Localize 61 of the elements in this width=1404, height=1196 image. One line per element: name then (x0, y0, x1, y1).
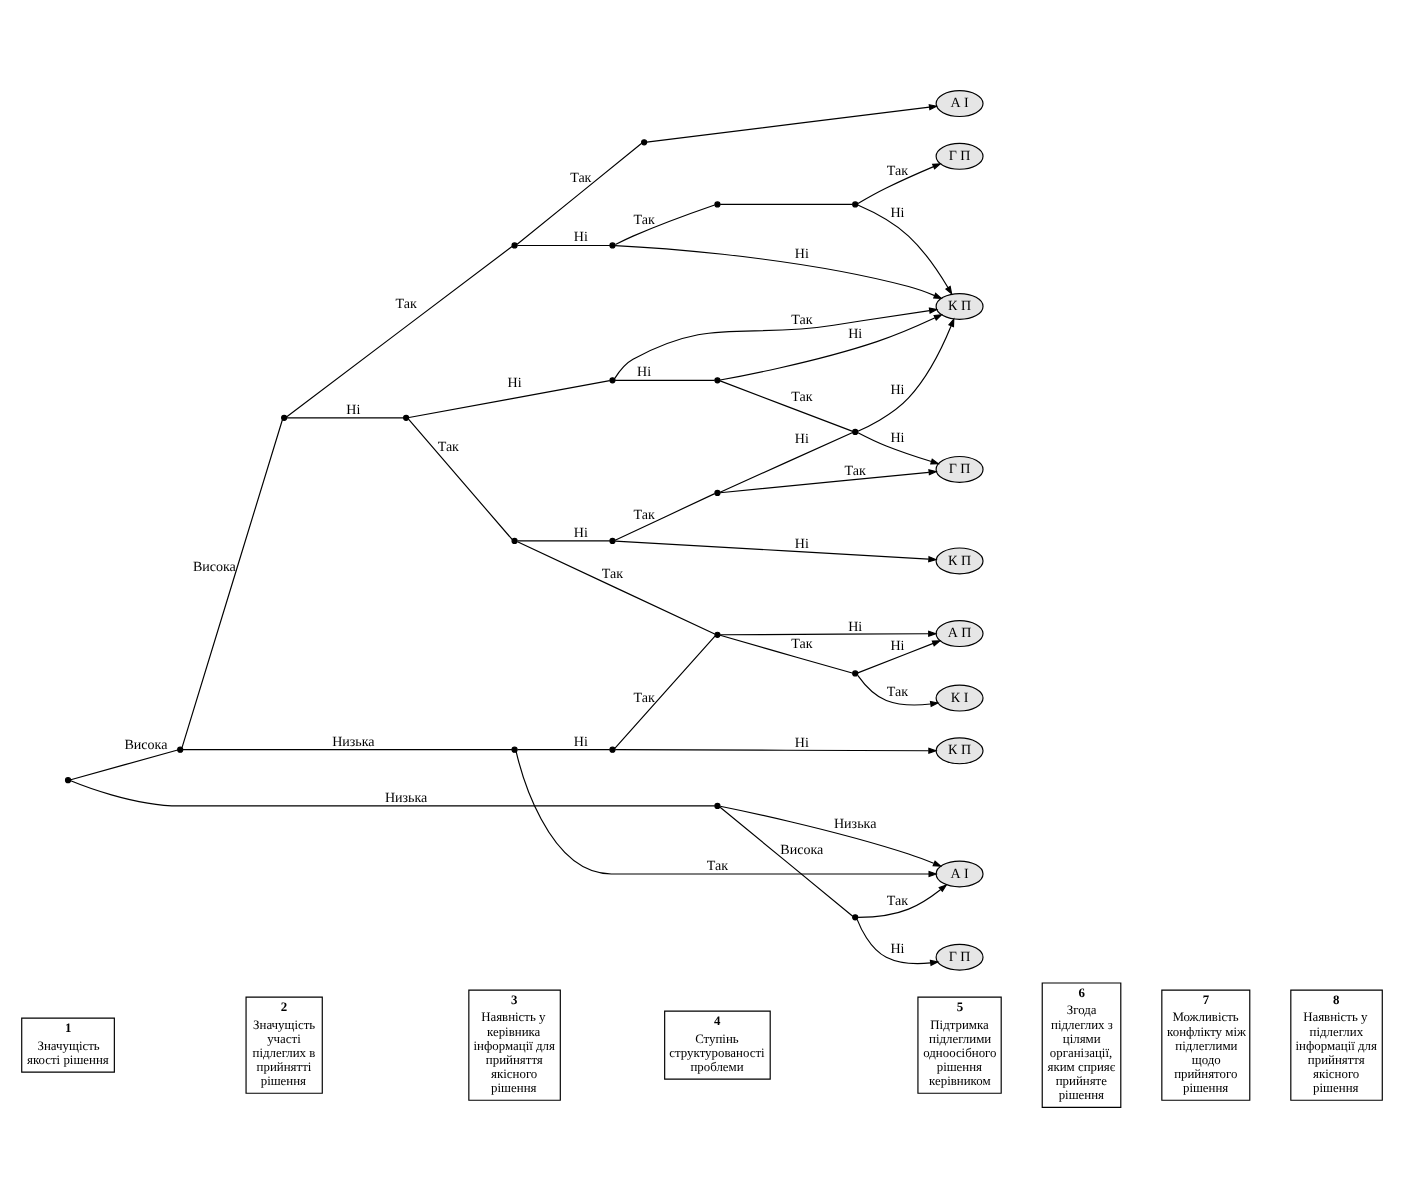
node-dot (852, 669, 859, 676)
connector (719, 633, 853, 673)
node-dot (511, 536, 518, 544)
node-dot (714, 200, 721, 207)
node-dot (403, 413, 410, 420)
node-dot (64, 776, 72, 783)
node-dot (609, 536, 616, 544)
arrow (614, 746, 938, 754)
arrow (719, 629, 938, 636)
arrow (719, 468, 938, 493)
connector (70, 748, 179, 780)
node-dot (609, 745, 616, 752)
connector (70, 779, 716, 806)
node-dot (852, 427, 859, 435)
node-dot (714, 630, 721, 637)
connector (286, 244, 513, 417)
node-dot (609, 241, 616, 248)
arrow (857, 316, 955, 431)
arrow (515, 750, 938, 877)
connector (408, 379, 611, 418)
arrow (719, 804, 943, 866)
connector (614, 378, 716, 380)
arrow (856, 917, 940, 966)
connector (181, 418, 283, 748)
connector (516, 141, 643, 244)
arrow (646, 102, 939, 142)
connector (614, 492, 716, 540)
connector (516, 539, 611, 541)
connector (286, 416, 405, 418)
node-dot (281, 413, 288, 420)
arrow (719, 312, 944, 380)
arrow (857, 203, 953, 295)
connector (719, 379, 854, 431)
arrow (614, 243, 943, 299)
arrow (614, 306, 939, 378)
connector (614, 203, 716, 245)
connector (516, 540, 716, 634)
node-dot (714, 801, 721, 809)
node-dot (609, 376, 616, 383)
node-dot (177, 745, 184, 752)
arrow (857, 639, 942, 673)
connector (719, 430, 854, 492)
connector (407, 417, 513, 540)
arrow (857, 882, 948, 917)
connector (182, 748, 513, 750)
node-dot (714, 488, 721, 495)
node-dot (511, 745, 518, 752)
node-dot (852, 913, 859, 920)
connector (516, 748, 611, 750)
connector (719, 202, 853, 204)
node-dot (641, 138, 648, 145)
connector (516, 243, 611, 246)
node-dot (852, 200, 859, 207)
arrow (857, 162, 942, 204)
arrow (857, 673, 940, 707)
connector (614, 634, 716, 748)
arrow (857, 431, 940, 464)
node-dot (714, 376, 721, 383)
arrow (614, 539, 938, 562)
node-dot (511, 241, 518, 248)
connector (719, 805, 854, 916)
